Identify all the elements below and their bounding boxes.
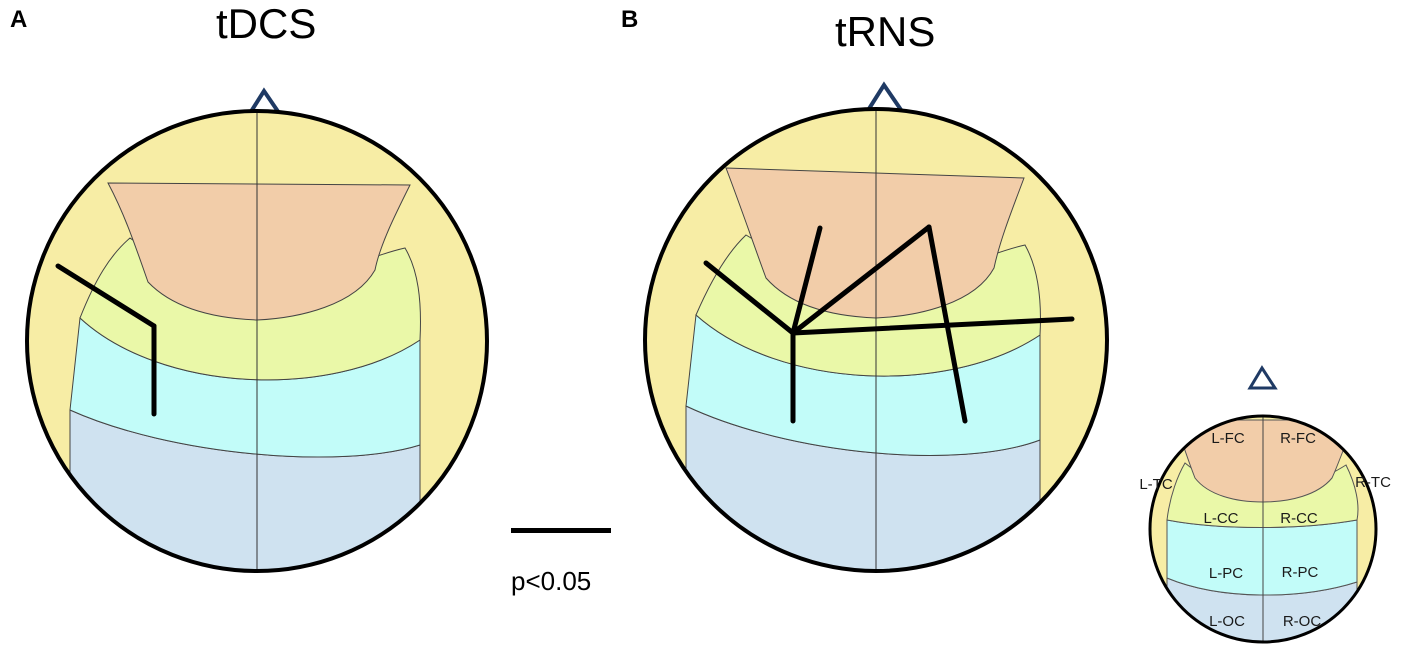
head-outline [643,107,1109,573]
nose-icon [1247,365,1278,390]
head-map-tdcs [25,87,489,573]
label-r-cc: R-CC [1280,510,1318,527]
label-r-tc: R-TC [1355,474,1391,491]
label-l-cc: L-CC [1203,510,1238,527]
region-key-map: L-FC R-FC L-TC R-TC L-CC R-CC L-PC R-PC … [1139,365,1391,644]
label-l-fc: L-FC [1211,430,1245,447]
panel-a-title: tDCS [216,0,317,47]
connection-lcc-lfc [790,225,823,336]
label-r-pc: R-PC [1282,564,1319,581]
head-outline [25,109,489,573]
parietal-region [1166,519,1358,596]
label-l-oc: L-OC [1209,613,1245,630]
label-r-oc: R-OC [1283,613,1321,630]
significant-connections [55,263,157,417]
label-l-tc: L-TC [1139,476,1173,493]
connection-lcc-ltc [703,260,796,336]
panel-a-letter: A [10,6,28,33]
connection-rfc-rpc [926,224,968,424]
connection-lcc-rfc [790,224,932,336]
significant-connections [703,224,1075,424]
significance-label: p<0.05 [511,566,592,596]
panel-b-letter: B [621,6,639,33]
head-map-trns [643,81,1109,573]
label-r-fc: R-FC [1280,430,1316,447]
connection-lcc-rtc [790,316,1075,336]
connection-ltc-lcc [55,263,157,329]
label-l-pc: L-PC [1209,565,1243,582]
head-outline [1148,414,1378,644]
significance-line [511,528,611,533]
panel-b-title: tRNS [835,8,936,55]
